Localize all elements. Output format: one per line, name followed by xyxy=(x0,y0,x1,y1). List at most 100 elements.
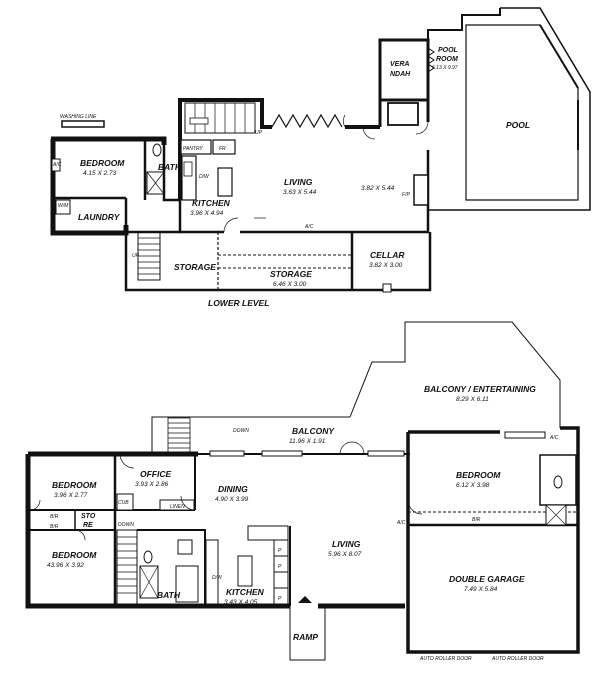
pool-room-zigzag xyxy=(427,47,435,73)
pantry xyxy=(180,139,212,155)
pool-room-label-1: POOL xyxy=(438,47,458,54)
bifold-doors xyxy=(271,113,343,129)
upper-stair xyxy=(167,417,191,453)
cub-label: CUB xyxy=(118,500,129,506)
upper-stair-down xyxy=(116,529,138,605)
balcony-entertaining-dims: 8.29 X 6.11 xyxy=(456,396,489,403)
upper-west-wall xyxy=(25,454,115,609)
lower-bedroom-dims: 4.15 X 2.73 xyxy=(83,170,117,177)
lower-ac2-label: A/C xyxy=(304,224,314,230)
lower-kitchen-name: KITCHEN xyxy=(192,198,231,208)
entertaining-outline xyxy=(349,321,561,428)
cub-box xyxy=(116,493,134,511)
kitchen-island xyxy=(217,167,233,197)
bedroom3-name: BEDROOM xyxy=(456,470,501,480)
upper-kitchen-bench xyxy=(205,539,219,605)
lower-main-north-wall xyxy=(178,98,272,139)
pantry-p2: P xyxy=(278,564,282,570)
pool-room-dims: 6.13 X 9.97 xyxy=(432,65,458,71)
upper-dw-label: D/W xyxy=(212,575,223,581)
lower-storage2-dims: 6.46 X 3.00 xyxy=(273,281,307,288)
windows-north xyxy=(209,450,405,457)
roller-door-2: AUTO ROLLER DOOR xyxy=(491,656,544,662)
dining-name: DINING xyxy=(218,484,248,494)
fridge-label: FR xyxy=(219,146,226,152)
lower-laundry-label: LAUNDRY xyxy=(78,212,121,222)
balcony-dims: 11.96 X 1.91 xyxy=(289,438,326,445)
fireplace-label: F/P xyxy=(402,192,410,198)
bir2-label: B/R xyxy=(50,524,59,530)
bedroom2-dims: 43.96 X 3.92 xyxy=(47,562,84,569)
bedroom3-dims: 6.12 X 3.98 xyxy=(456,482,490,489)
toilet xyxy=(152,143,162,157)
washing-line xyxy=(61,120,105,128)
store-label-2: RE xyxy=(83,522,93,529)
sink xyxy=(183,161,193,177)
bir1-label: B/R xyxy=(50,514,59,520)
dining-dims: 4.90 X 3.99 xyxy=(215,496,249,503)
linen-label: LINEN xyxy=(170,504,185,510)
bedroom2-name: BEDROOM xyxy=(52,550,97,560)
roller-door-1: AUTO ROLLER DOOR xyxy=(419,656,472,662)
down-label-2: DOWN xyxy=(118,522,134,528)
upper-kitchen-island xyxy=(237,555,253,587)
upper-east-block xyxy=(406,426,580,654)
pantry-p3: P xyxy=(278,596,282,602)
pantry-p1: P xyxy=(278,548,282,554)
store-label-1: STO xyxy=(81,513,96,520)
lower-level xyxy=(50,7,591,293)
fireplace xyxy=(413,174,429,206)
lower-dw-label: D/W xyxy=(199,174,210,180)
bedroom1-dims: 3.96 X 2.77 xyxy=(54,492,88,499)
lower-south-wall xyxy=(160,232,432,292)
balcony-entertaining-name: BALCONY / ENTERTAINING xyxy=(424,384,536,394)
upper-kitchen-name: KITCHEN xyxy=(226,587,265,597)
lower-wm-label: W/M xyxy=(58,203,69,209)
cellar-dims: 3.82 X 3.00 xyxy=(369,262,403,269)
lower-north-wall-west xyxy=(51,136,167,145)
balcony-outline xyxy=(151,416,350,454)
wm-box xyxy=(55,199,71,215)
upper-ac2-label: A/C xyxy=(396,520,406,526)
lower-living2-dims: 3.82 X 5.44 xyxy=(361,185,395,192)
office-dims: 3.93 X 2.86 xyxy=(135,481,169,488)
lower-storage1-name: STORAGE xyxy=(174,262,216,272)
verandah-label-2: NDAH xyxy=(390,71,411,78)
lower-bath-label: BATH xyxy=(158,162,182,172)
garage-dims: 7.49 X 5.84 xyxy=(464,586,498,593)
ramp-outline xyxy=(289,606,326,661)
bedroom1-name: BEDROOM xyxy=(52,480,97,490)
down-label-1: DOWN xyxy=(233,428,249,434)
linen-box xyxy=(159,499,195,511)
verandah xyxy=(378,38,430,102)
lower-storage2-name: STORAGE xyxy=(270,269,312,279)
upper-living-name: LIVING xyxy=(332,539,361,549)
cellar-name: CELLAR xyxy=(370,250,405,260)
ac-unit-lower xyxy=(51,158,61,172)
office-name: OFFICE xyxy=(140,469,171,479)
upper-bath-label: BATH xyxy=(157,590,181,600)
ramp-label: RAMP xyxy=(293,632,318,642)
lower-up-label: UP xyxy=(132,253,140,259)
pool-room-wall xyxy=(427,8,501,40)
upper-level xyxy=(25,321,580,661)
pantry-label: PANTRY xyxy=(183,146,203,152)
lower-kitchen-dims: 3.96 X 4.94 xyxy=(190,210,224,217)
lower-bedroom-name: BEDROOM xyxy=(80,158,125,168)
lower-level-label: LOWER LEVEL xyxy=(208,298,269,308)
verandah-label-1: VERA xyxy=(390,61,409,68)
upper-kitchen-dims: 3.43 X 4.05 xyxy=(224,599,258,606)
fridge xyxy=(212,139,236,155)
lower-up2-label: UP xyxy=(255,130,263,136)
balcony-name: BALCONY xyxy=(292,426,335,436)
pool-label: POOL xyxy=(506,120,530,130)
pool-room-label-2: ROOM xyxy=(436,56,458,63)
lower-ac-label: A/C xyxy=(52,162,62,168)
upper-living-dims: 5.96 X 8.07 xyxy=(328,551,362,558)
washing-line-label: WASHING LINE xyxy=(60,114,97,120)
upper-bath-tub xyxy=(175,565,199,603)
bir3-label: BIR xyxy=(472,517,481,523)
garage-name: DOUBLE GARAGE xyxy=(449,574,525,584)
